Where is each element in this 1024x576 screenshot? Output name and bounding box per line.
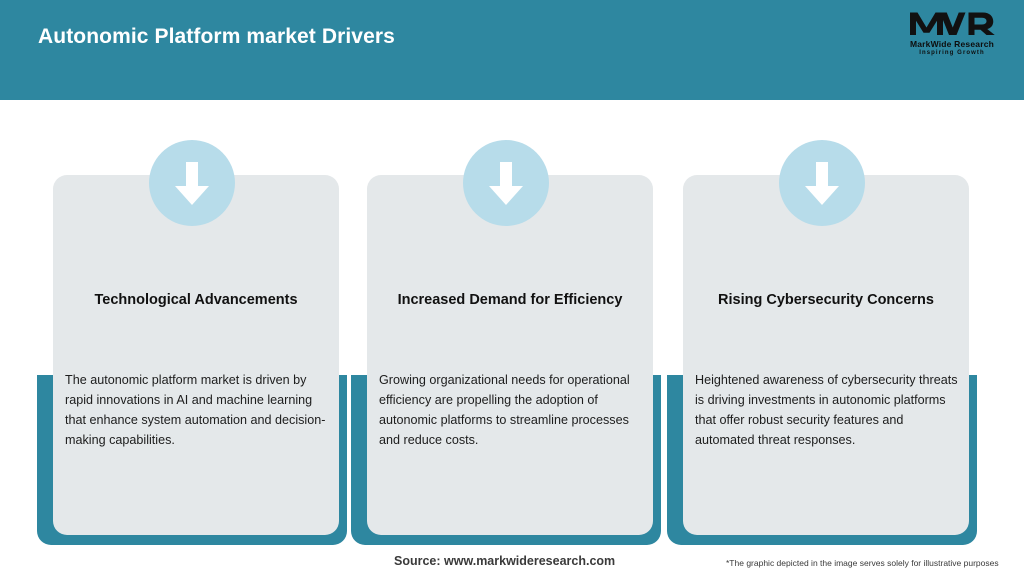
card-heading: Increased Demand for Efficiency <box>397 292 623 308</box>
down-arrow-glyph <box>489 162 523 205</box>
card-body-text: Heightened awareness of cybersecurity th… <box>695 373 958 447</box>
mwr-logo-icon <box>910 12 995 35</box>
logo-company-name: MarkWide Research <box>909 39 995 49</box>
brand-logo: MarkWide Research Inspiring Growth <box>898 8 1006 66</box>
driver-card-3: Rising Cybersecurity Concerns Heightened… <box>667 140 977 545</box>
logo-tagline: Inspiring Growth <box>919 50 985 56</box>
header-band <box>0 0 1024 100</box>
down-arrow-glyph <box>175 162 209 205</box>
disclaimer-label: *The graphic depicted in the image serve… <box>726 558 999 568</box>
card-panel: Technological Advancements The autonomic… <box>53 175 339 535</box>
driver-card-2: Increased Demand for Efficiency Growing … <box>351 140 661 545</box>
card-body-text: Growing organizational needs for operati… <box>379 373 630 447</box>
down-arrow-glyph <box>805 162 839 205</box>
card-body-text: The autonomic platform market is driven … <box>65 373 326 447</box>
source-label: Source: www.markwideresearch.com <box>394 554 616 568</box>
card-heading: Technological Advancements <box>94 292 298 308</box>
page-title: Autonomic Platform market Drivers <box>38 25 395 48</box>
down-arrow-icon <box>779 140 865 226</box>
card-panel: Rising Cybersecurity Concerns Heightened… <box>683 175 969 535</box>
down-arrow-icon <box>463 140 549 226</box>
card-heading: Rising Cybersecurity Concerns <box>718 292 934 308</box>
down-arrow-icon <box>149 140 235 226</box>
driver-card-1: Technological Advancements The autonomic… <box>37 140 347 545</box>
card-panel: Increased Demand for Efficiency Growing … <box>367 175 653 535</box>
driver-cards-container: Technological Advancements The autonomic… <box>0 100 1024 545</box>
